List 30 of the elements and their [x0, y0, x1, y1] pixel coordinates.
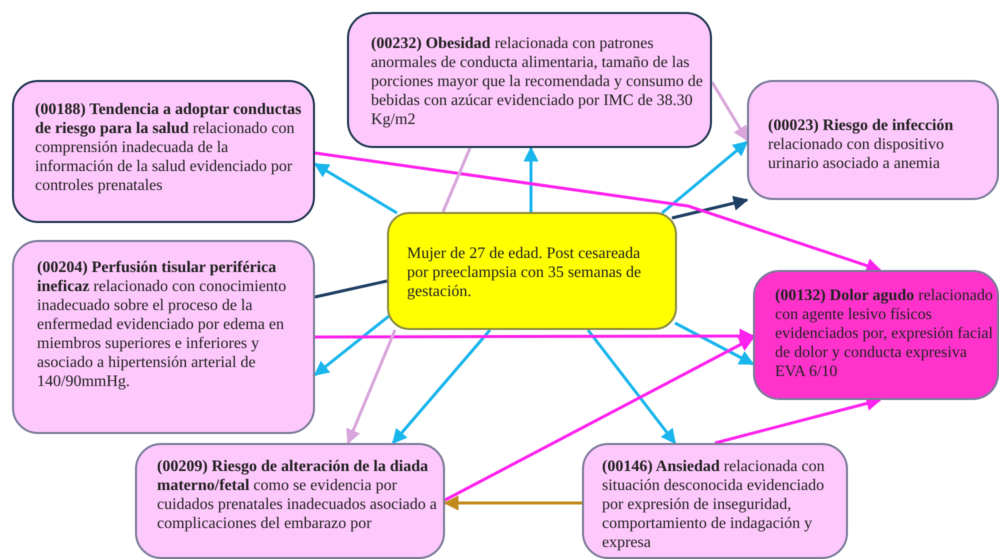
- diagnosis-box: [135, 443, 445, 559]
- node-text: (00146) Ansiedad relacionada con situación desconocida evidenciado por expresión de inseguridad, comportamiento de indagación y expresa: [602, 457, 826, 552]
- arrow: [710, 81, 748, 142]
- diagnosis-box: [347, 12, 712, 148]
- node-text: (00132) Dolor agudo relacionado con agente lesivo físicos evidenciados por, expresión facial de dolor y conducta expresiva EVA 6/10: [775, 286, 994, 381]
- diagnosis-box: [582, 443, 848, 559]
- arrow: [314, 314, 390, 376]
- node-text: (00188) Tendencia a adoptar conductas de riesgo para la salud relacionado con comprensión inadecuada de la información de la salud evidenciado por controles prenatales: [35, 100, 302, 195]
- arrow: [661, 140, 748, 214]
- arrow: [314, 162, 398, 214]
- node-text: (00232) Obesidad relacionada con patrones anormales de conducta alimentaria, tamaño de las porciones mayor que la recomendada y consumo de bebidas con azúcar evidenciado por IMC de 38.30 Kg/m2: [371, 34, 704, 129]
- arrow: [524, 146, 538, 212]
- diagnosis-box: [747, 80, 999, 200]
- patient-box: [387, 212, 677, 330]
- node-text: (00023) Riesgo de infección relacionado con dispositivo urinario asociado a anemia: [768, 116, 954, 173]
- diagnosis-box: [12, 240, 315, 434]
- node-text: (00204) Perfusión tisular periférica ineficaz relacionado con conocimiento inadecuado sobre el proceso de la enfermedad evidenciado por edema en miembros superiores e inferiores y asociado a hipertensión arterial de 140/90mmHg.: [37, 258, 288, 391]
- arrow: [672, 196, 748, 220]
- arrow: [315, 328, 754, 344]
- diagnosis-box: [12, 80, 315, 223]
- arrow: [674, 322, 754, 366]
- arrow: [346, 329, 396, 444]
- arrow: [444, 496, 582, 510]
- arrow: [314, 152, 882, 273]
- arrow: [392, 329, 492, 444]
- arrow: [444, 336, 754, 502]
- arrow: [586, 329, 676, 444]
- node-text: (00209) Riesgo de alteración de la diada materno/fetal como se evidencia por cuidados prenatales inadecuados asociado a complicaciones del embarazo por: [157, 457, 438, 533]
- diagnosis-box: [753, 270, 999, 400]
- node-text: Mujer de 27 de edad. Post cesareada por preeclampsia con 35 semanas de gestación.: [407, 244, 642, 301]
